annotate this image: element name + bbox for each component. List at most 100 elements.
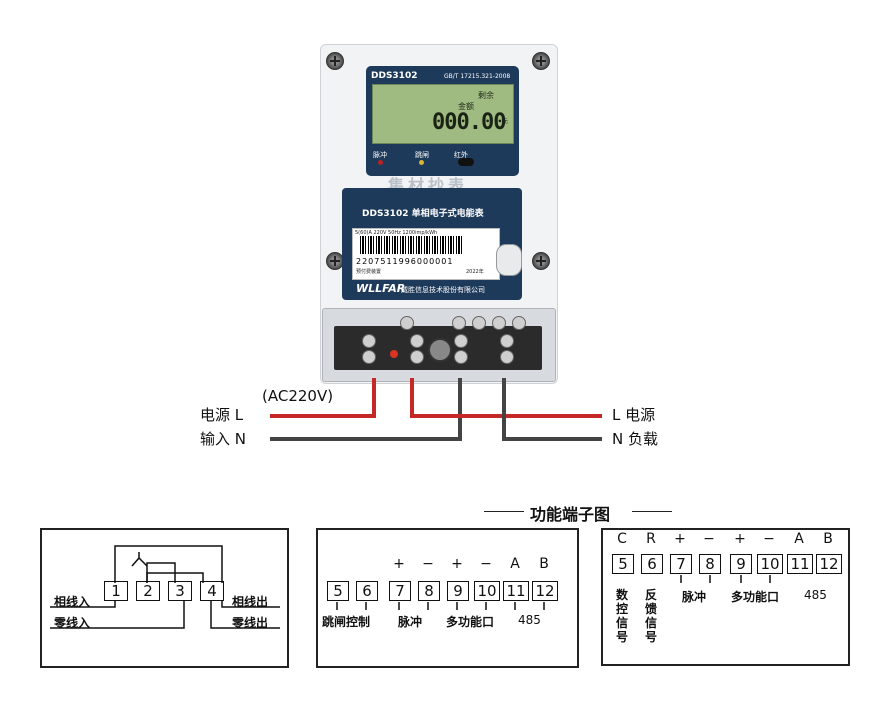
wire-L-out-riser — [410, 378, 414, 418]
output-N-label: N 负载 — [612, 430, 658, 448]
pulse-led-icon — [378, 160, 383, 165]
screw-icon — [326, 52, 344, 70]
wire-L-out — [410, 414, 602, 418]
neutral-out-label: 零线出 — [232, 616, 269, 630]
aux2-rs485-label: 485 — [804, 588, 827, 602]
rs485-a-sign-2: A — [794, 531, 804, 547]
indicator-ir-label: 红外 — [454, 151, 468, 159]
aux-screw-icon — [512, 316, 526, 330]
aux2-terminal-9: 9 — [730, 554, 752, 574]
indicator-pulse-label: 脉冲 — [373, 151, 387, 159]
trip-led-icon — [419, 160, 424, 165]
multi-plus-sign: + — [451, 556, 463, 572]
plate-year: 2022年 — [466, 269, 484, 275]
phase-in-label: 相线入 — [54, 595, 91, 609]
barcode — [360, 236, 464, 254]
aux2-terminal-12: 12 — [816, 554, 842, 574]
terminal-knob-icon — [428, 338, 452, 362]
source-L-label: 电源 L — [200, 406, 244, 424]
aux2-leads — [680, 575, 771, 583]
aux-screw-icon — [452, 316, 466, 330]
lcd-remaining-label: 剩余 — [478, 91, 494, 100]
lcd-screen — [372, 84, 514, 144]
seal-dot-icon — [390, 350, 398, 358]
aux2-terminal-7: 7 — [670, 554, 692, 574]
multi-minus-sign: − — [480, 556, 492, 572]
terminal-1: 1 — [104, 581, 128, 601]
r-sign: R — [646, 531, 656, 547]
neutral-in-label: 零线入 — [54, 616, 91, 630]
rs485-b-sign: B — [539, 556, 549, 572]
aux2-pulse-label: 脉冲 — [682, 590, 707, 604]
main-terminal-wiring — [50, 545, 280, 629]
aux1-terminal-10: 10 — [474, 581, 500, 601]
title-rule-left — [484, 511, 524, 512]
phase-out-label: 相线出 — [232, 595, 269, 609]
lcd-amount-label: 金额 — [458, 102, 474, 111]
multi-plus-sign-2: + — [734, 531, 746, 547]
feedback-signal-label: 反馈信号 — [644, 588, 657, 644]
aux2-terminal-11: 11 — [787, 554, 813, 574]
screw-icon — [532, 252, 550, 270]
rs485-b-sign-2: B — [823, 531, 833, 547]
aux-screw-icon — [400, 316, 414, 330]
aux1-rs485-label: 485 — [518, 613, 541, 627]
terminal-4: 4 — [200, 581, 224, 601]
digital-control-signal-label: 数控信号 — [615, 588, 628, 644]
aux-screw-icon — [472, 316, 486, 330]
wire-N-in — [270, 437, 462, 441]
multi-minus-sign-2: − — [763, 531, 775, 547]
wire-L-in-riser — [372, 378, 376, 418]
title-rule-right — [632, 511, 672, 512]
wire-N-out — [502, 437, 602, 441]
pulse-minus-sign-2: − — [703, 531, 715, 547]
terminal-screw-icon — [410, 334, 424, 348]
diagram-title: 功能端子图 — [530, 505, 611, 524]
voltage-label: (AC220V) — [262, 387, 334, 405]
aux1-leads — [336, 602, 545, 610]
terminal-screw-icon — [362, 334, 376, 348]
aux2-terminal-6: 6 — [641, 554, 663, 574]
aux1-terminal-11: 11 — [503, 581, 529, 601]
pulse-minus-sign: − — [422, 556, 434, 572]
lcd-unit: 元 — [502, 118, 509, 125]
wire-N-in-riser — [458, 378, 462, 441]
wire-N-out-riser — [502, 378, 506, 441]
trip-control-label: 跳闸控制 — [322, 615, 371, 629]
terminal-screw-icon — [362, 350, 376, 364]
aux1-pulse-label: 脉冲 — [398, 615, 423, 629]
company-name: 威胜信息技术股份有限公司 — [401, 286, 485, 294]
meter-standard: GB/T 17215.321-2008 — [444, 73, 511, 80]
plate-type: 预付费装置 — [356, 269, 382, 275]
aux1-multi-port-label: 多功能口 — [446, 615, 495, 629]
infrared-port-icon — [458, 158, 474, 166]
meter-model: DDS3102 — [371, 71, 418, 81]
pulse-plus-sign: + — [393, 556, 405, 572]
output-L-label: L 电源 — [612, 406, 656, 424]
aux2-terminal-8: 8 — [699, 554, 721, 574]
terminal-screw-icon — [500, 350, 514, 364]
aux1-terminal-12: 12 — [532, 581, 558, 601]
terminal-screw-icon — [454, 350, 468, 364]
brand-logo: WLLFAR — [356, 282, 406, 295]
input-N-label: 输入 N — [200, 430, 246, 448]
terminal-2: 2 — [136, 581, 160, 601]
terminal-screw-icon — [454, 334, 468, 348]
rs485-a-sign: A — [510, 556, 520, 572]
pulse-plus-sign-2: + — [674, 531, 686, 547]
aux1-terminal-7: 7 — [389, 581, 411, 601]
aux1-terminal-5: 5 — [327, 581, 349, 601]
card-slot — [496, 244, 522, 276]
aux1-terminal-8: 8 — [418, 581, 440, 601]
indicator-trip-label: 跳闸 — [415, 151, 429, 159]
terminal-screw-icon — [410, 350, 424, 364]
screw-icon — [532, 52, 550, 70]
plate-title: DDS3102 单相电子式电能表 — [362, 209, 484, 219]
wire-L-in — [270, 414, 376, 418]
c-sign: C — [617, 531, 627, 547]
plate-spec: 5(60)A 220V 50Hz 1200imp/kWh — [355, 230, 438, 236]
aux-terminal-diagram-2 — [601, 528, 850, 666]
main-terminal-diagram — [40, 528, 289, 668]
plate-serial: 2207511996000001 — [356, 257, 454, 266]
aux2-terminal-10: 10 — [757, 554, 783, 574]
